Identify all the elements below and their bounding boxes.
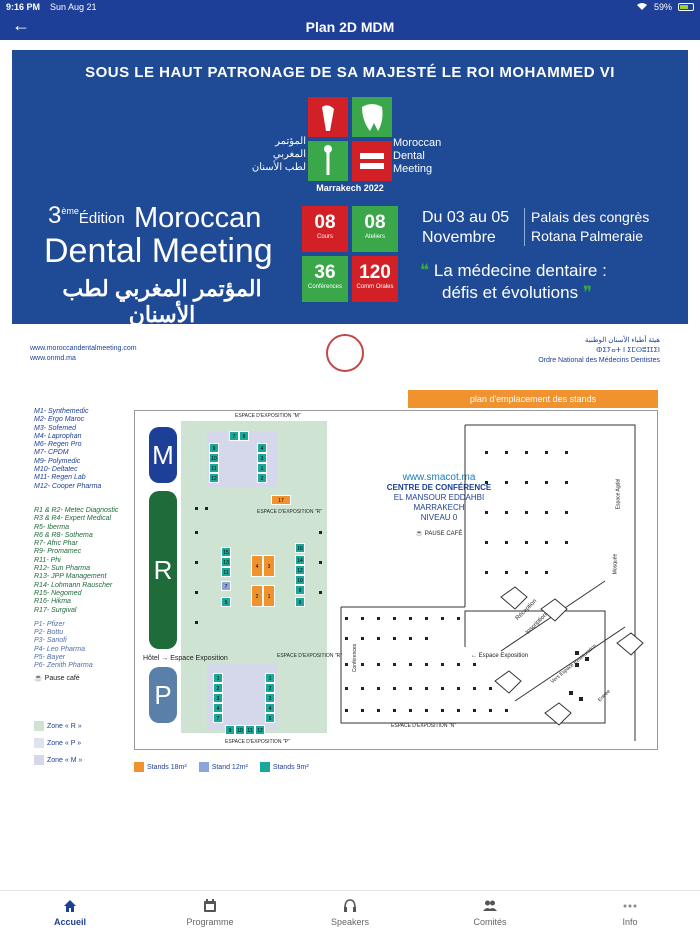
nav-bar: ← Plan 2D MDM [0, 14, 700, 40]
bottom-tab-bar: Accueil Programme Speakers Comités Info [0, 890, 700, 934]
ordre-national: هيئة أطباء الأسنان الوطنية ⵀⵉⵢⴰⵜ ⵏ ⵉⵎⵙⵓⵊ… [538, 337, 660, 364]
edition-label: 3èmeÉdition [48, 202, 125, 229]
espace-m-label: ESPACE D'EXPOSITION "M" [235, 413, 301, 419]
espace-r-label: ESPACE D'EXPOSITION "R" [257, 509, 322, 515]
zone-letter-p: P [149, 667, 177, 723]
logo-arabic: المؤتمر المغربي لطب الأسنان [251, 136, 306, 173]
espace-r-label-2: ESPACE D'EXPOSITION "R" [277, 653, 342, 659]
tab-info[interactable]: Info [560, 891, 700, 934]
arrow-left-icon[interactable]: ← [12, 15, 30, 35]
status-time: 9:16 PM [6, 2, 41, 12]
battery-percent: 59% [653, 2, 672, 12]
people-icon [483, 900, 497, 911]
event-dates: Du 03 au 05 Novembre [422, 209, 510, 246]
espace-n-label: ESPACE D'EXPOSITION "N" [391, 723, 456, 729]
espace-p-label: ESPACE D'EXPOSITION "P" [225, 739, 290, 745]
hotel-label: Hôtel → Espace Exposition [143, 655, 228, 662]
home-icon [64, 899, 76, 912]
coffee-icon: ☕ [34, 674, 43, 682]
patronage-text: SOUS LE HAUT PATRONAGE DE SA MAJESTÉ LE … [85, 64, 615, 81]
title-moroccan: Moroccan [134, 202, 262, 234]
logo-english: Moroccan Dental Meeting [393, 137, 442, 175]
tab-speakers[interactable]: Speakers [280, 891, 420, 934]
event-banner: SOUS LE HAUT PATRONAGE DE SA MAJESTÉ LE … [12, 50, 688, 324]
exhibitor-legend: M1- Synthemedic M2- Ergo Maroc M3- Sofem… [34, 408, 119, 682]
title-dental-meeting: Dental Meeting [44, 232, 273, 270]
espace-expo-label: ← Espace Exposition [471, 653, 529, 659]
tab-accueil[interactable]: Accueil [0, 891, 140, 934]
logo-city: Marrakech 2022 [316, 183, 384, 193]
tab-comites[interactable]: Comités [420, 891, 560, 934]
event-slogan: ❝ La médecine dentaire : défis et évolut… [420, 261, 607, 302]
zone-letter-r: R [149, 491, 177, 649]
headphones-icon [344, 898, 356, 912]
wifi-icon [636, 2, 648, 13]
status-date: Sun Aug 21 [50, 2, 97, 12]
mdm-logo [308, 97, 392, 181]
event-venue: Palais des congrès Rotana Palmeraie [524, 208, 649, 246]
more-icon [623, 904, 637, 907]
zone-legend: Zone « R » Zone « P » Zone « M » [34, 718, 82, 769]
plan-title: plan d'emplacement des stands [408, 390, 658, 408]
zone-letter-m: M [149, 427, 177, 483]
page-title: Plan 2D MDM [305, 19, 395, 35]
title-arabic: المؤتمر المغربي لطب الأسنان [62, 276, 262, 324]
plan-area: M R P ESPACE D'EXPOSITION "M" ESPACE D'E… [134, 410, 658, 750]
calendar-icon [204, 898, 216, 912]
conference-center-title: www.smacot.ma CENTRE DE CONFÉRENCE EL MA… [386, 472, 492, 538]
seal-icon [326, 334, 364, 372]
stand-size-legend: Stands 18m² Stand 12m² Stands 9m² [134, 762, 309, 772]
status-bar: 9:16 PM Sun Aug 21 59% [0, 0, 700, 14]
building-outline [195, 424, 644, 741]
tab-programme[interactable]: Programme [140, 891, 280, 934]
battery-icon [678, 3, 694, 11]
map-urls: www.moroccandentalmeeting.com www.onmd.m… [30, 345, 137, 362]
floor-plan: www.moroccandentalmeeting.com www.onmd.m… [30, 334, 670, 780]
